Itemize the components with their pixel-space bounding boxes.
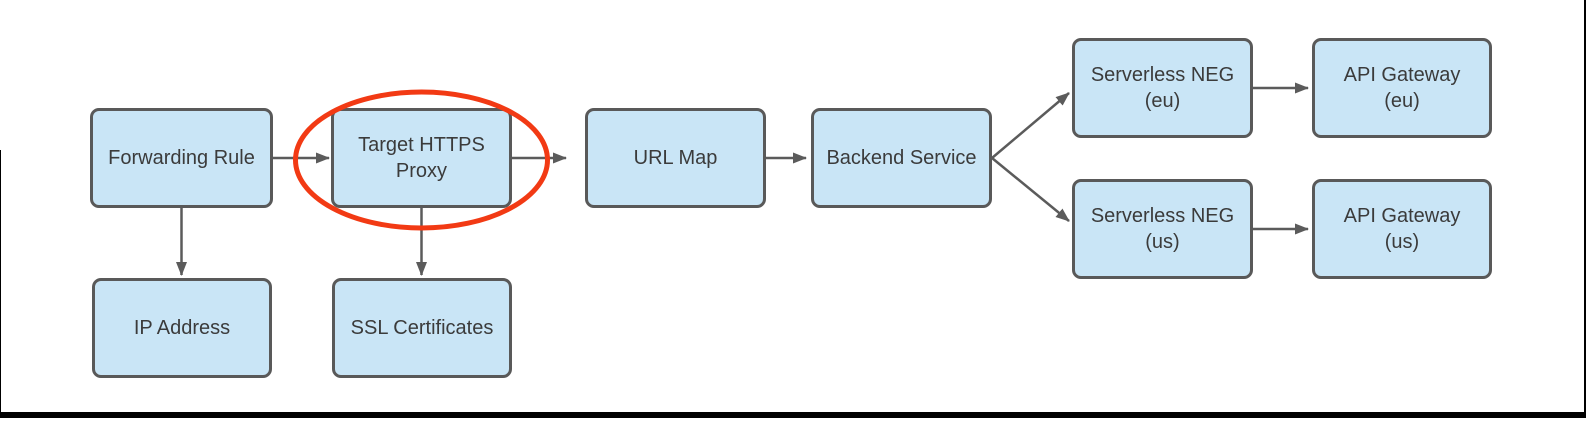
edge-backend-service-to-serverless-neg-eu — [991, 92, 1070, 159]
node-ssl-certificates: SSL Certificates — [332, 278, 512, 378]
node-target-https-proxy: Target HTTPS Proxy — [331, 108, 512, 208]
node-label: Serverless NEG (eu) — [1090, 64, 1235, 112]
node-forwarding-rule: Forwarding Rule — [90, 108, 273, 208]
node-label: API Gateway (us) — [1343, 205, 1461, 253]
frame-edge-right — [1584, 0, 1586, 418]
node-label: Backend Service — [826, 147, 977, 169]
node-url-map: URL Map — [585, 108, 766, 208]
node-serverless-neg-us: Serverless NEG (us) — [1072, 179, 1253, 279]
node-api-gateway-us: API Gateway (us) — [1312, 179, 1492, 279]
edge-backend-service-to-serverless-neg-us — [991, 157, 1070, 222]
node-label: IP Address — [133, 317, 231, 339]
frame-edge-left — [0, 150, 1, 418]
node-label: Serverless NEG (us) — [1090, 205, 1235, 253]
node-label: API Gateway (eu) — [1343, 64, 1461, 112]
node-label: Forwarding Rule — [108, 147, 255, 169]
node-ip-address: IP Address — [92, 278, 272, 378]
node-label: Target HTTPS Proxy — [358, 134, 485, 182]
node-backend-service: Backend Service — [811, 108, 992, 208]
node-label: SSL Certificates — [350, 317, 494, 339]
frame-edge-bottom — [0, 412, 1586, 418]
node-api-gateway-eu: API Gateway (eu) — [1312, 38, 1492, 138]
node-serverless-neg-eu: Serverless NEG (eu) — [1072, 38, 1253, 138]
node-label: URL Map — [633, 147, 718, 169]
